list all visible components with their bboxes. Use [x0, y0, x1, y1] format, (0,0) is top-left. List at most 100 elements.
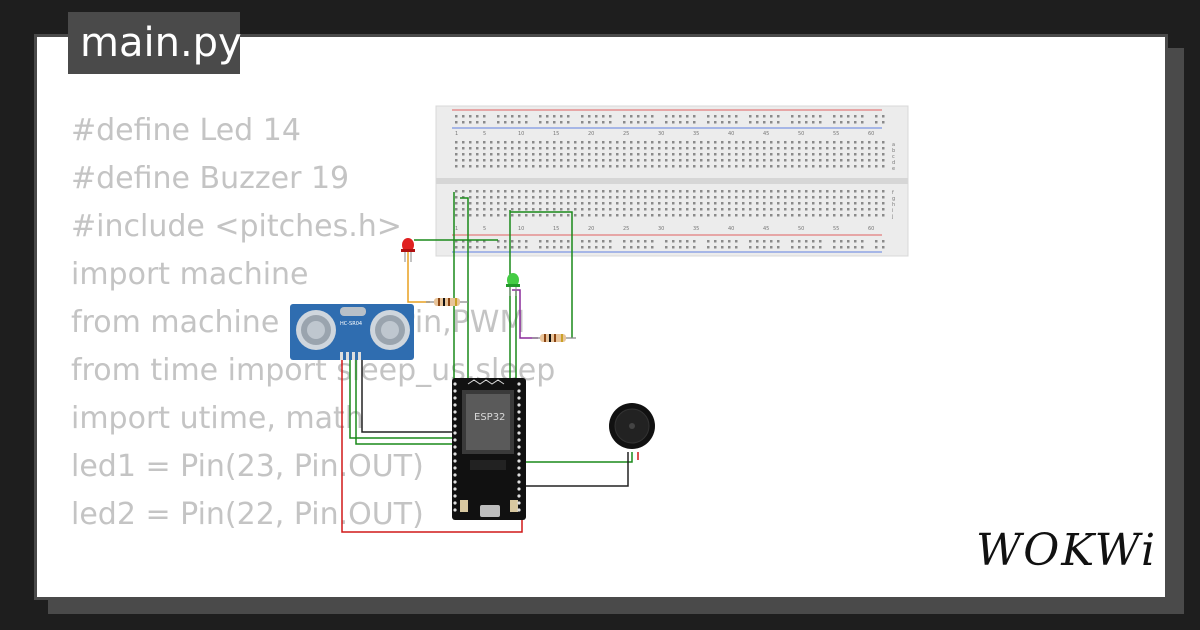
esp32-pin[interactable] — [517, 459, 521, 463]
esp32-pin[interactable] — [517, 494, 521, 498]
esp32-pin[interactable] — [453, 501, 457, 505]
esp32-pin[interactable] — [517, 466, 521, 470]
esp32-pin[interactable] — [453, 396, 457, 400]
esp32-pin[interactable] — [517, 382, 521, 386]
breadboard-hole — [490, 165, 493, 168]
breadboard-hole — [784, 202, 787, 205]
breadboard-hole — [707, 165, 710, 168]
esp32-pin[interactable] — [453, 445, 457, 449]
resistor[interactable] — [426, 298, 468, 306]
esp32-pin[interactable] — [517, 508, 521, 512]
esp32-pin[interactable] — [453, 480, 457, 484]
breadboard-hole — [756, 121, 759, 124]
esp32-pin[interactable] — [517, 501, 521, 505]
breadboard-hole — [567, 246, 570, 249]
resistor[interactable] — [532, 334, 576, 342]
esp32-pin[interactable] — [453, 466, 457, 470]
breadboard-row-letter: i — [892, 208, 893, 214]
breadboard-hole — [462, 214, 465, 217]
esp32-pin[interactable] — [453, 424, 457, 428]
breadboard-hole — [735, 165, 738, 168]
breadboard-hole — [483, 190, 486, 193]
breadboard-hole — [567, 214, 570, 217]
esp32-pin[interactable] — [453, 389, 457, 393]
breadboard-hole — [469, 147, 472, 150]
esp32-pin[interactable] — [517, 410, 521, 414]
esp32-pin[interactable] — [517, 417, 521, 421]
esp32-pin[interactable] — [517, 424, 521, 428]
esp32-pin[interactable] — [453, 459, 457, 463]
breadboard-hole — [651, 208, 654, 211]
esp32-pin[interactable] — [453, 431, 457, 435]
esp32-pin[interactable] — [517, 396, 521, 400]
esp32-pin[interactable] — [517, 480, 521, 484]
breadboard-hole — [658, 153, 661, 156]
esp32-pin[interactable] — [517, 452, 521, 456]
breadboard[interactable]: 1155101015152020252530303535404045455050… — [435, 105, 909, 257]
breadboard-hole — [504, 159, 507, 162]
green-led[interactable] — [506, 273, 520, 296]
breadboard-hole — [819, 196, 822, 199]
breadboard-hole — [756, 214, 759, 217]
breadboard-column-number: 60 — [868, 226, 874, 232]
breadboard-hole — [483, 115, 486, 118]
breadboard-hole — [833, 208, 836, 211]
breadboard-hole — [854, 147, 857, 150]
breadboard-hole — [805, 141, 808, 144]
breadboard-hole — [819, 147, 822, 150]
esp32-pin[interactable] — [517, 431, 521, 435]
esp32-pin[interactable] — [453, 473, 457, 477]
esp32-pin[interactable] — [453, 410, 457, 414]
esp32-pin[interactable] — [517, 389, 521, 393]
breadboard-hole — [574, 190, 577, 193]
esp32-pin[interactable] — [517, 473, 521, 477]
breadboard-hole — [588, 208, 591, 211]
ultrasonic-sensor[interactable]: HC-SR04 — [290, 304, 414, 360]
breadboard-hole — [812, 246, 815, 249]
esp32-pin[interactable] — [517, 445, 521, 449]
breadboard-hole — [588, 115, 591, 118]
breadboard-hole — [784, 159, 787, 162]
breadboard-hole — [763, 246, 766, 249]
buzzer[interactable] — [609, 403, 655, 449]
wire-black — [361, 360, 456, 433]
file-tab[interactable]: main.py — [68, 12, 242, 74]
breadboard-hole — [763, 141, 766, 144]
breadboard-hole — [560, 165, 563, 168]
esp32-pin[interactable] — [517, 487, 521, 491]
breadboard-hole — [518, 115, 521, 118]
breadboard-hole — [714, 115, 717, 118]
esp32-pin[interactable] — [453, 403, 457, 407]
breadboard-hole — [861, 196, 864, 199]
breadboard-hole — [560, 208, 563, 211]
breadboard-hole — [595, 202, 598, 205]
breadboard-column-number: 40 — [728, 226, 734, 232]
breadboard-hole — [805, 153, 808, 156]
breadboard-hole — [637, 208, 640, 211]
breadboard-hole — [826, 147, 829, 150]
esp32-pin[interactable] — [453, 494, 457, 498]
breadboard-hole — [483, 196, 486, 199]
breadboard-hole — [847, 165, 850, 168]
esp32-pin[interactable] — [453, 438, 457, 442]
red-led[interactable] — [401, 238, 415, 262]
esp32-pin[interactable] — [453, 382, 457, 386]
esp32-pin[interactable] — [517, 438, 521, 442]
esp32-board[interactable]: ESP32 — [452, 378, 526, 520]
breadboard-hole — [763, 153, 766, 156]
breadboard-hole — [560, 115, 563, 118]
breadboard-hole — [644, 141, 647, 144]
breadboard-hole — [539, 202, 542, 205]
esp32-pin[interactable] — [453, 417, 457, 421]
breadboard-hole — [784, 208, 787, 211]
breadboard-column-number: 35 — [693, 226, 699, 232]
breadboard-column-number: 10 — [518, 226, 524, 232]
esp32-pin[interactable] — [453, 487, 457, 491]
esp32-pin[interactable] — [453, 452, 457, 456]
breadboard-hole — [609, 159, 612, 162]
esp32-pin[interactable] — [453, 508, 457, 512]
breadboard-hole — [854, 153, 857, 156]
breadboard-hole — [791, 165, 794, 168]
breadboard-hole — [546, 208, 549, 211]
esp32-pin[interactable] — [517, 403, 521, 407]
